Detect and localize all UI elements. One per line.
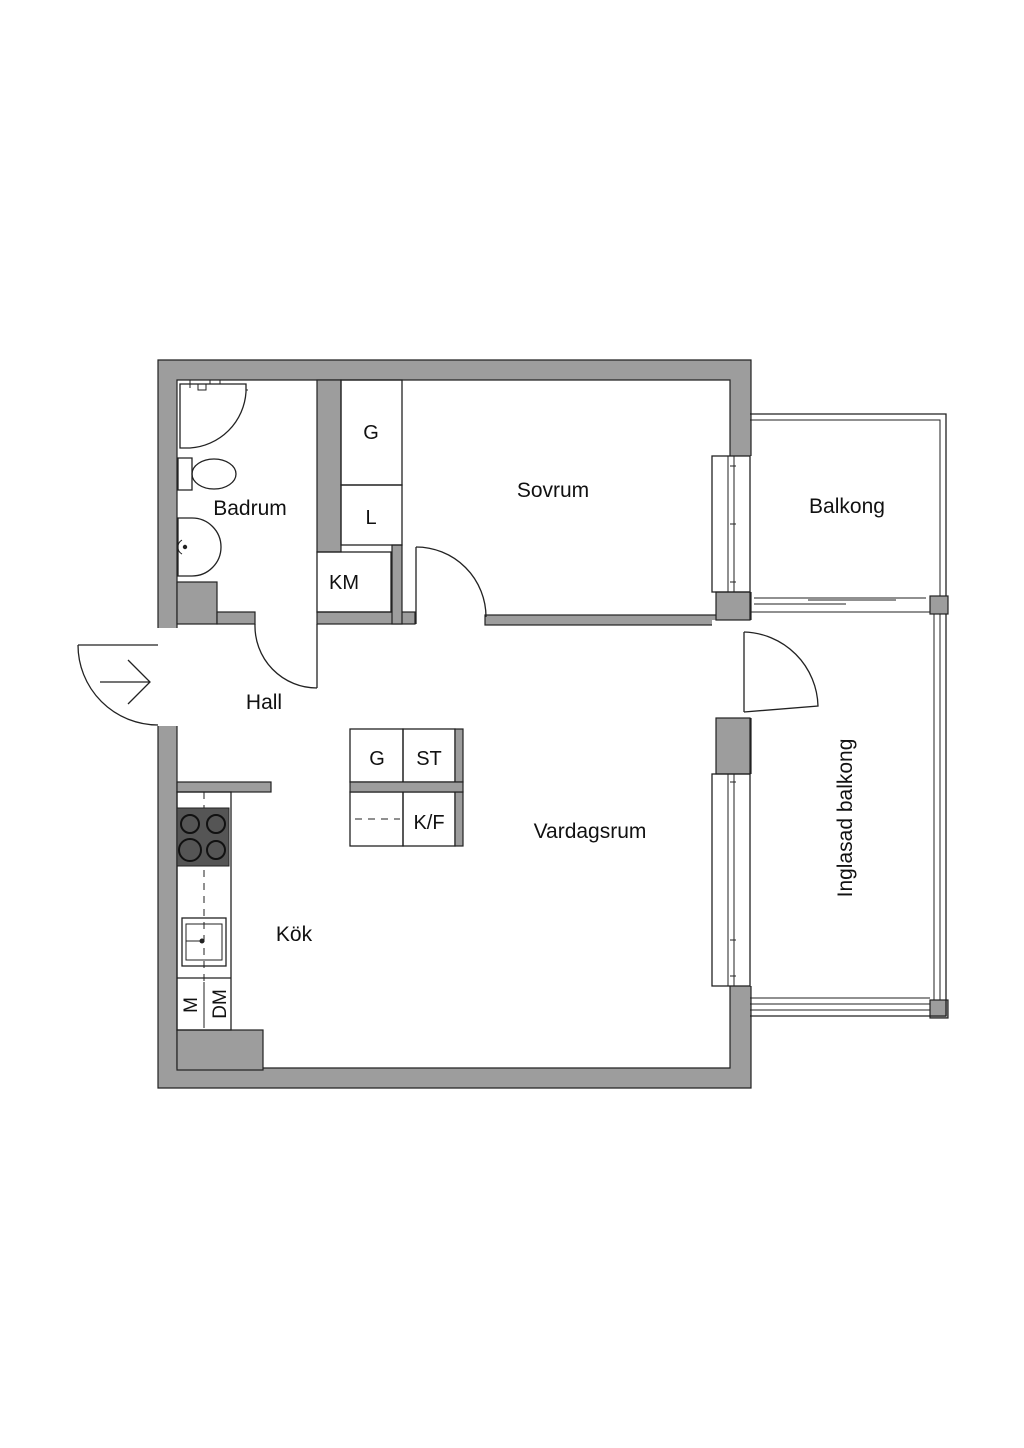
bedroom-closets — [316, 379, 403, 613]
balconies — [750, 413, 949, 1019]
kitchen-sink-icon — [181, 917, 227, 967]
sink-icon — [177, 517, 222, 577]
entrance-arrow-icon — [100, 659, 151, 705]
toilet-icon — [177, 457, 237, 491]
window-bedroom — [711, 455, 751, 593]
bath-wall-stub — [216, 611, 256, 625]
bathroom-door[interactable] — [254, 623, 318, 689]
balcony-door[interactable] — [743, 631, 819, 713]
label-microwave: M — [181, 997, 202, 1013]
kitchen-counter — [176, 791, 232, 1031]
hall-closets — [349, 728, 464, 847]
closet-km — [316, 551, 392, 613]
openings — [156, 456, 753, 986]
bath-wall-vertical — [316, 379, 342, 553]
window-living — [711, 773, 751, 987]
balcony-glazed — [750, 595, 949, 1019]
room-label-balkong: Balkong — [809, 495, 885, 518]
room-label-kok: Kök — [276, 923, 313, 946]
shower-icon — [179, 379, 248, 449]
outer-wall — [157, 359, 752, 1089]
kitchen-wall-stub — [176, 781, 272, 793]
label-closet-st: ST — [416, 748, 442, 770]
windows — [711, 455, 751, 987]
label-dishwasher: DM — [210, 989, 231, 1019]
label-closet-kf: K/F — [413, 812, 444, 834]
bathroom-fixtures — [177, 379, 248, 577]
room-label-vardagsrum: Vardagsrum — [534, 820, 647, 843]
room-label-sovrum: Sovrum — [517, 479, 589, 502]
bedroom-door[interactable] — [415, 546, 487, 624]
room-label-hall: Hall — [246, 691, 282, 714]
room-label-badrum: Badrum — [213, 497, 287, 520]
doors — [77, 546, 819, 726]
label-closet-km: KM — [329, 572, 359, 594]
bedroom-wall — [484, 614, 721, 626]
label-closet-g: G — [363, 422, 379, 444]
labels: Badrum Sovrum Balkong Hall Vardagsrum Kö… — [181, 422, 885, 1019]
room-label-inglasad-balkong: Inglasad balkong — [834, 739, 857, 898]
label-closet-l: L — [365, 507, 376, 529]
walls — [157, 359, 752, 1089]
entrance-door[interactable] — [77, 644, 159, 726]
label-closet-hall-g: G — [369, 748, 385, 770]
bedroom-closet-wall — [391, 544, 403, 625]
stove-icon — [176, 807, 230, 867]
kitchen-corner-block — [176, 1029, 264, 1071]
bath-wall-lower — [176, 581, 218, 625]
closet-l — [340, 484, 403, 546]
balcony-upper — [750, 413, 947, 605]
